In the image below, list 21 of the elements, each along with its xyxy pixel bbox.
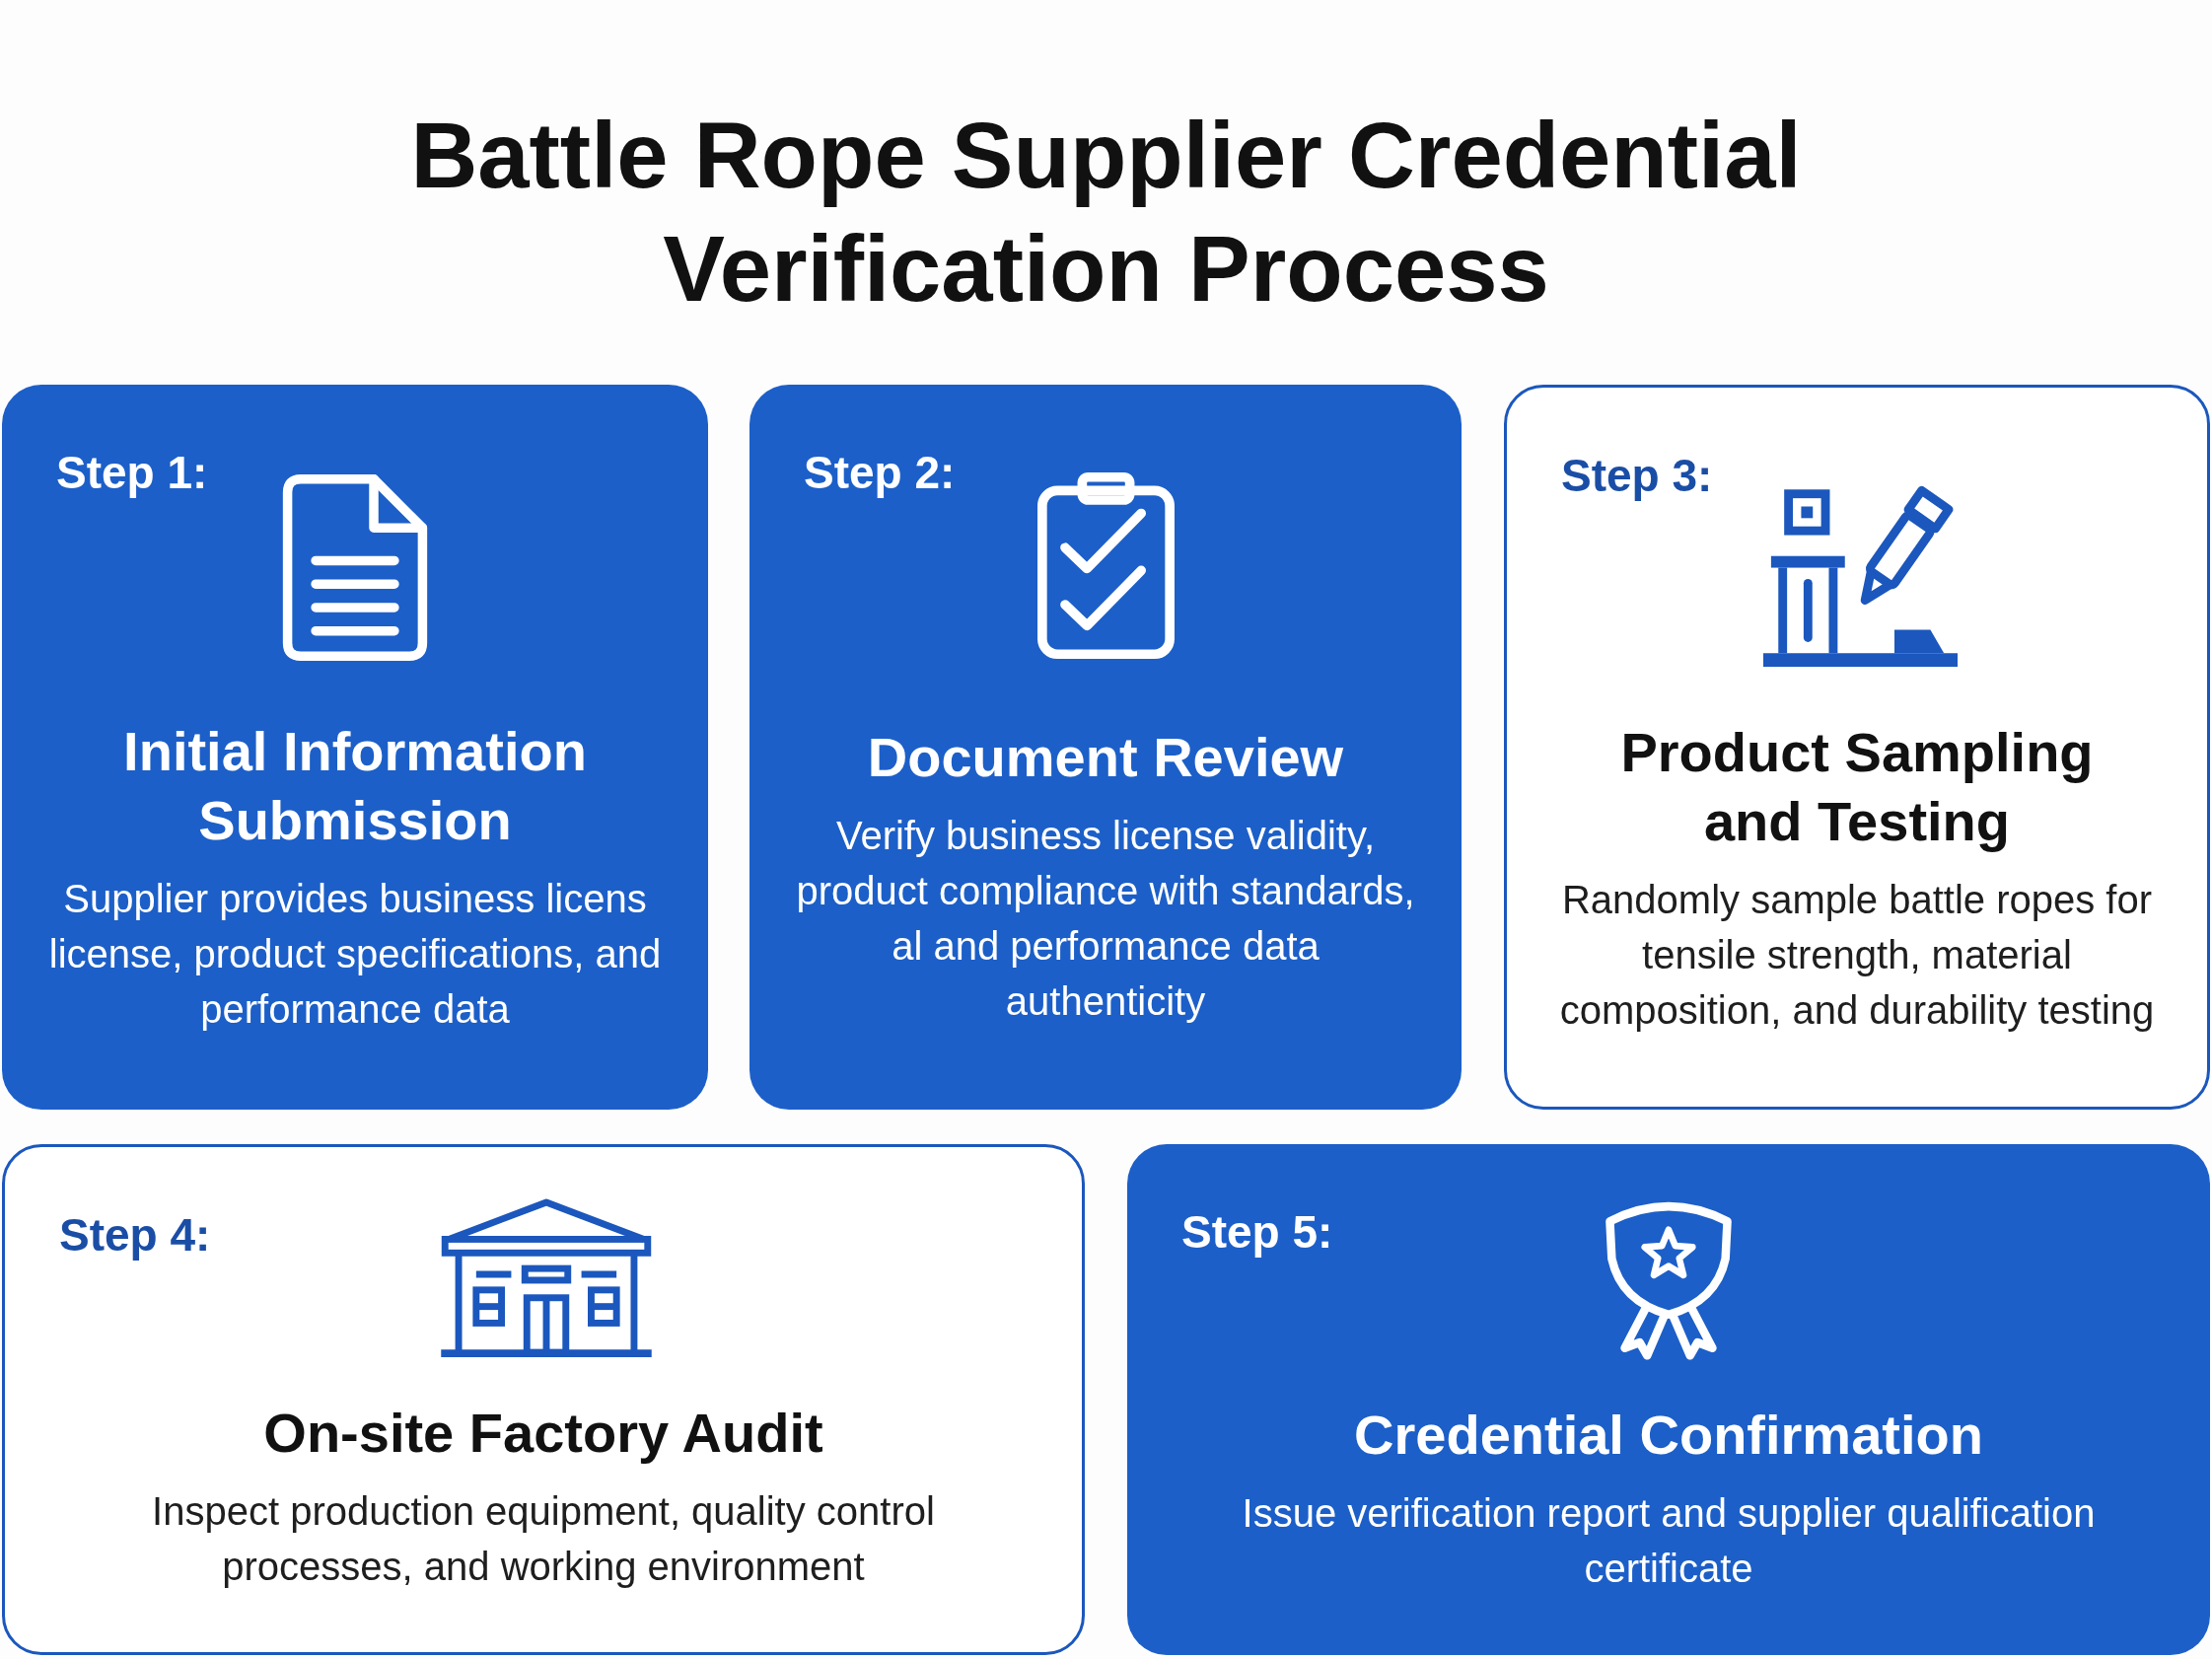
- step-title: Product Sampling and Testing: [1619, 720, 2095, 854]
- step-title: Document Review: [867, 725, 1344, 790]
- step-label: Step 2:: [804, 446, 956, 499]
- step-description: Inspect production equipment, quality control processes, and working environment: [151, 1488, 936, 1590]
- step-card: [2, 1144, 1085, 1655]
- step-description: Issue verification report and supplier qualification certificate: [1241, 1490, 2097, 1592]
- title: Battle Rope Supplier Credential Verification Process: [409, 103, 1803, 323]
- step-label: Step 4:: [59, 1208, 211, 1262]
- step-card: [1504, 385, 2210, 1110]
- step-card: [1127, 1144, 2210, 1655]
- step-title: Initial Information Submission: [122, 719, 588, 853]
- step-description: Verify business license validity, product compliance with standards, al and performance data authenticity: [795, 813, 1416, 1025]
- step-title: Credential Confirmation: [1354, 1403, 1983, 1468]
- step-title: On-site Factory Audit: [263, 1401, 823, 1466]
- step-label: Step 3:: [1561, 449, 1713, 502]
- step-label: Step 5:: [1181, 1205, 1333, 1259]
- step-description: Randomly sample battle ropes for tensile strength, material composition, and durability testing: [1558, 877, 2156, 1034]
- step-label: Step 1:: [56, 446, 208, 499]
- step-description: Supplier provides business licens license, product specifications, and performance data: [47, 876, 663, 1033]
- step-card: [749, 385, 1462, 1110]
- step-card: [2, 385, 708, 1110]
